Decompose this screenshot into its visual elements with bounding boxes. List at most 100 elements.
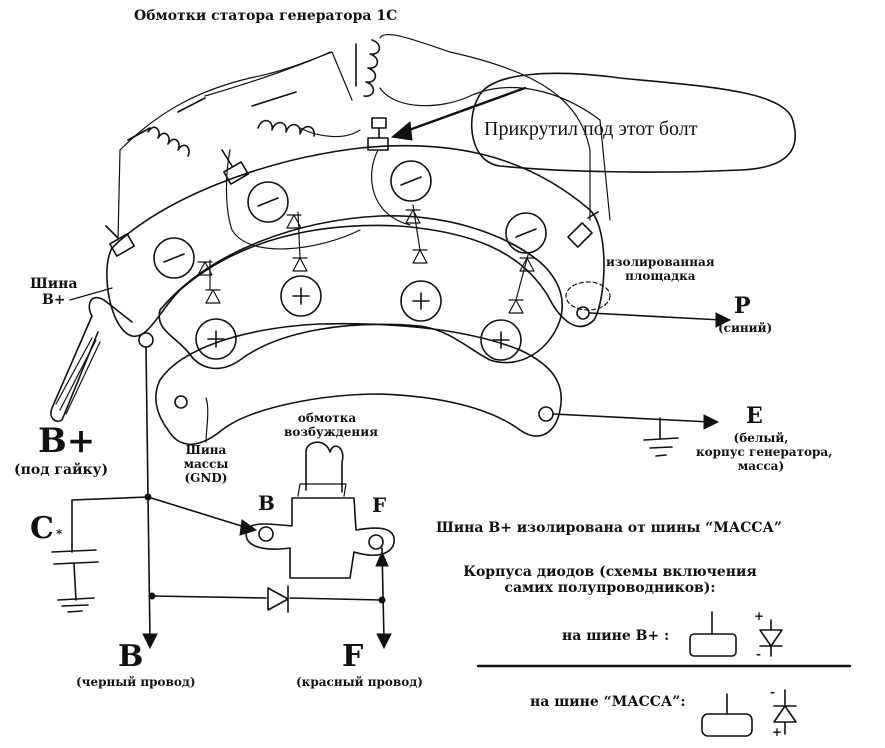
bolt-terminal bbox=[367, 117, 389, 151]
diode-symbol-5 bbox=[405, 209, 421, 224]
stator-coil-middle bbox=[257, 119, 315, 137]
screw-left bbox=[109, 233, 135, 257]
diode-symbol-8 bbox=[508, 299, 524, 314]
bus-screws bbox=[105, 149, 599, 257]
bolt-head bbox=[371, 117, 387, 129]
diode-symbol-bplus bbox=[759, 619, 783, 657]
case-bplus-body bbox=[689, 633, 737, 657]
e-desc-1: (белый, bbox=[733, 431, 789, 445]
stator-coil-left bbox=[127, 126, 190, 157]
diode-gnd-3-mark bbox=[412, 292, 430, 310]
diode-bottom bbox=[267, 585, 289, 613]
stator-wire-5 bbox=[117, 149, 121, 241]
ground-bus bbox=[158, 215, 563, 370]
diode-gnd-4-mark bbox=[492, 331, 510, 349]
screw-middle bbox=[223, 161, 249, 185]
diode-gnd-3 bbox=[400, 280, 442, 322]
p-arrowhead bbox=[715, 312, 732, 328]
hole-e-terminal bbox=[538, 406, 554, 422]
field-label-2: возбуждения bbox=[284, 424, 378, 439]
screw-middle-shank bbox=[221, 149, 233, 167]
bplus-bus-label-2: В+ bbox=[41, 292, 66, 309]
diode-gnd-4 bbox=[480, 319, 522, 361]
bplus-bus-label-1: Шина bbox=[30, 276, 78, 292]
p-terminal-desc: (синий) bbox=[718, 321, 773, 335]
e-desc-3: масса) bbox=[737, 458, 785, 473]
bolt-base bbox=[367, 137, 389, 151]
brush-b-letter: B bbox=[258, 491, 275, 515]
gnd-label-3: (GND) bbox=[184, 470, 228, 485]
p-wire bbox=[589, 312, 723, 321]
bplus-output-desc: (под гайку) bbox=[14, 462, 109, 478]
wire-to-brush-b bbox=[147, 496, 249, 529]
callout-arrowhead bbox=[390, 121, 413, 141]
case-ground-icon bbox=[701, 689, 797, 737]
coil-left-bar bbox=[177, 97, 206, 113]
stator-wire-7 bbox=[299, 127, 361, 138]
capacitor-letter: C bbox=[30, 511, 54, 546]
bplus-stud bbox=[50, 296, 133, 423]
note-isolated: Шина В+ изолирована от шины “МАССА” bbox=[436, 520, 782, 536]
callout-text: Прикрутил под этот болт bbox=[484, 118, 698, 140]
e-desc-2: корпус генератора, bbox=[696, 444, 833, 459]
diagram-title: Обмотки статора генератора 1С bbox=[134, 8, 398, 24]
f-output-letter: F bbox=[342, 639, 364, 674]
b-arrowhead bbox=[142, 633, 158, 650]
diode-bplus-4-mark bbox=[515, 228, 537, 238]
diode-bplus-1 bbox=[153, 237, 195, 279]
brush-f-hole bbox=[368, 534, 384, 550]
note-cases: Корпуса диодов (схемы включения самих по… bbox=[450, 564, 770, 596]
diode-gnd-2 bbox=[280, 275, 322, 317]
insulated-pad bbox=[565, 281, 611, 311]
e-arrowhead bbox=[703, 414, 720, 430]
field-label-1: обмотка bbox=[297, 411, 357, 425]
diode-bplus-2 bbox=[247, 181, 289, 223]
stator-wire-8 bbox=[371, 149, 411, 226]
hole-bplus-terminal bbox=[138, 332, 154, 348]
diode-symbols bbox=[197, 204, 535, 314]
stator-coil-right bbox=[363, 39, 381, 97]
bplus-output-letter: B+ bbox=[38, 421, 96, 461]
stator-wire-4 bbox=[379, 86, 611, 221]
ground-diodes bbox=[195, 275, 522, 361]
gnd-label-2: массы bbox=[183, 456, 229, 471]
note-cases-2: самих полупроводников): bbox=[504, 580, 716, 597]
insulated-label-1: изолированная bbox=[606, 255, 715, 269]
diode-symbol-ground bbox=[773, 689, 797, 735]
sign-plus-bplus: + bbox=[754, 609, 765, 623]
gnd-pointer bbox=[205, 397, 209, 443]
diode-gnd-1 bbox=[195, 318, 237, 360]
capacitor-c bbox=[51, 496, 149, 613]
diode-bottom-wire bbox=[151, 595, 383, 601]
gnd-bus-label: Шина массы (GND) bbox=[178, 443, 234, 485]
brush-f-letter: F bbox=[372, 493, 387, 517]
callout-bubble bbox=[470, 72, 796, 173]
sign-minus-bplus: - bbox=[756, 647, 761, 661]
stator-wire-3 bbox=[379, 33, 591, 221]
bplus-stud-threads bbox=[55, 337, 101, 415]
p-terminal-letter: P bbox=[734, 293, 751, 319]
capacitor-star: * bbox=[56, 527, 63, 541]
diode-gnd-2-mark bbox=[292, 287, 310, 305]
diode-bplus-3 bbox=[390, 160, 432, 202]
bplus-diodes bbox=[153, 160, 547, 279]
diode-symbol-4 bbox=[292, 257, 308, 272]
stator-coils bbox=[117, 33, 611, 250]
diode-links bbox=[209, 204, 529, 301]
brush-b-hole bbox=[258, 526, 274, 542]
e-terminal-letter: E bbox=[746, 403, 763, 429]
bplus-bus bbox=[106, 144, 605, 337]
bplus-bus-label: Шина В+ bbox=[30, 276, 77, 308]
screw-right-shank bbox=[587, 211, 599, 219]
e-wire bbox=[552, 413, 711, 423]
screw-right bbox=[567, 222, 593, 248]
f-up-arrowhead bbox=[375, 550, 389, 567]
f-output-desc: (красный провод) bbox=[296, 675, 423, 689]
case-bplus-icon bbox=[689, 611, 783, 657]
gnd-label-1: Шина bbox=[185, 443, 227, 457]
diode-gnd-1-mark bbox=[207, 330, 225, 348]
insulated-label-2: площадка bbox=[625, 268, 696, 283]
brush-holder bbox=[245, 497, 395, 579]
